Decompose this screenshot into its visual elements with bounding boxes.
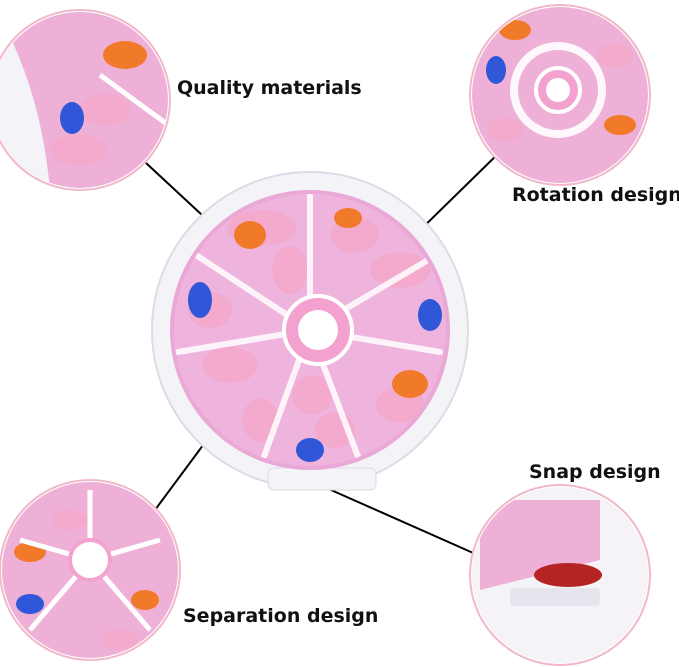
label-quality-materials: Quality materials [177,77,362,99]
main-pill-organizer [151,171,469,491]
detail-rotation-design [469,4,651,186]
label-snap-design: Snap design [529,461,661,483]
label-separation-design: Separation design [183,605,379,627]
leader-line-snap [321,485,481,557]
detail-snap-design [469,484,651,666]
detail-quality-materials [0,9,171,191]
label-rotation-design: Rotation design [512,184,679,206]
detail-separation-design [0,479,181,661]
